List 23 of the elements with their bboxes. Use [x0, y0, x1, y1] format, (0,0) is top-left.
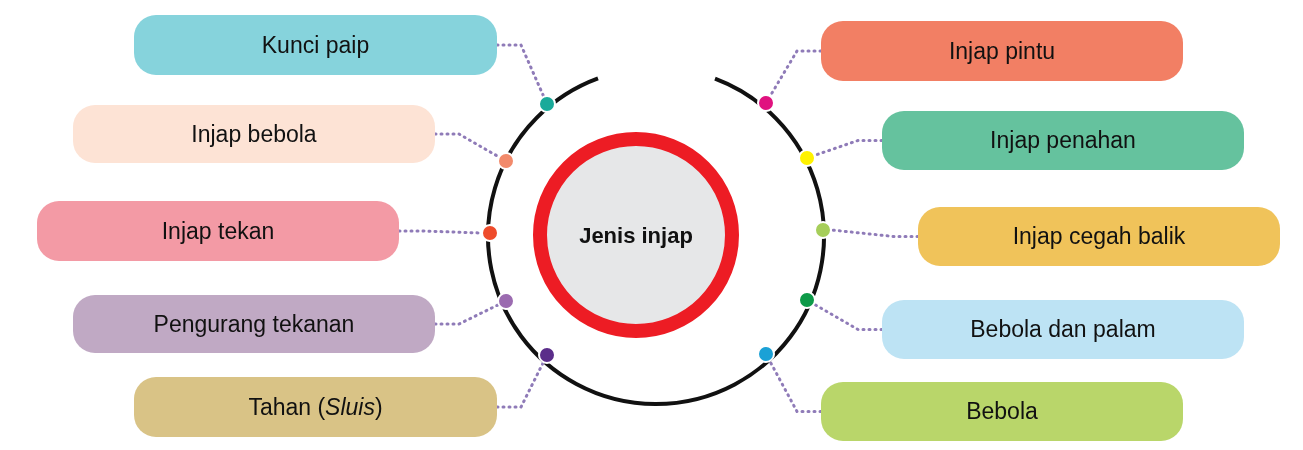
- pill-label: Injap bebola: [191, 119, 317, 149]
- label-pill: [918, 207, 1280, 266]
- dotted-connector: [769, 49, 823, 97]
- label-pill: [882, 111, 1244, 170]
- label-pill: [821, 21, 1183, 81]
- pill-label: Kunci paip: [261, 30, 370, 60]
- pill-label: Injap penahan: [990, 126, 1136, 156]
- pill-label: Injap cegah balik: [1012, 222, 1186, 252]
- center-title: Jenis injap: [579, 221, 693, 250]
- label-pill: [821, 382, 1183, 441]
- pill-label: Bebola: [966, 397, 1038, 427]
- pill-label: Injap tekan: [161, 216, 275, 246]
- pill-label: Pengurang tekanan: [153, 309, 355, 339]
- label-pill: [134, 15, 497, 75]
- dotted-connector: [495, 43, 545, 98]
- pill-label: Tahan (Sluis): [248, 392, 383, 422]
- pill-label: Bebola dan palam: [970, 315, 1156, 345]
- label-pill: [37, 201, 399, 261]
- pill-label: Injap pintu: [948, 36, 1056, 66]
- label-pill: [73, 295, 435, 353]
- label-pill: [134, 377, 497, 437]
- label-pill: [73, 105, 435, 163]
- label-pill: [882, 300, 1244, 359]
